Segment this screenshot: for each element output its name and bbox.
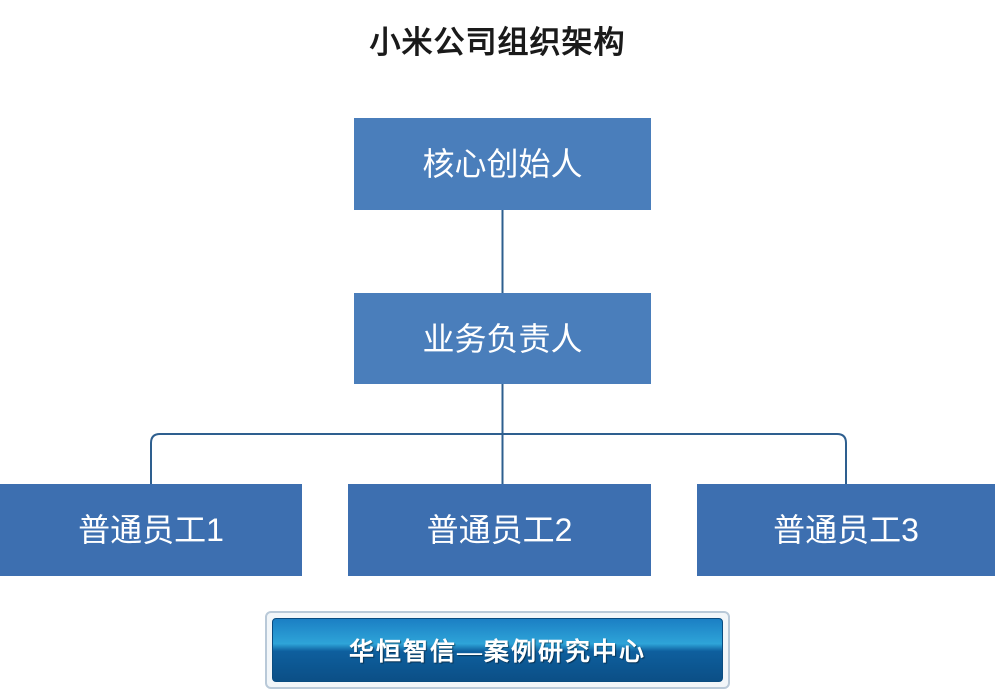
node-business-lead[interactable]: 业务负责人 <box>354 293 651 384</box>
node-core-founder[interactable]: 核心创始人 <box>354 118 651 210</box>
node-employee-3[interactable]: 普通员工3 <box>697 484 995 576</box>
node-label: 普通员工3 <box>773 512 919 548</box>
node-label: 普通员工2 <box>426 512 573 548</box>
node-employee-2[interactable]: 普通员工2 <box>348 484 651 576</box>
footer-badge-label: 华恒智信—案例研究中心 <box>348 639 646 666</box>
node-label: 业务负责人 <box>422 320 583 357</box>
footer-badge: 华恒智信—案例研究中心 <box>265 611 730 689</box>
page-title: 小米公司组织架构 <box>369 25 626 60</box>
footer-badge-inner: 华恒智信—案例研究中心 <box>272 618 723 682</box>
node-label: 核心创始人 <box>422 146 583 182</box>
node-employee-1[interactable]: 普通员工1 <box>0 484 302 576</box>
node-label: 普通员工1 <box>78 512 224 548</box>
